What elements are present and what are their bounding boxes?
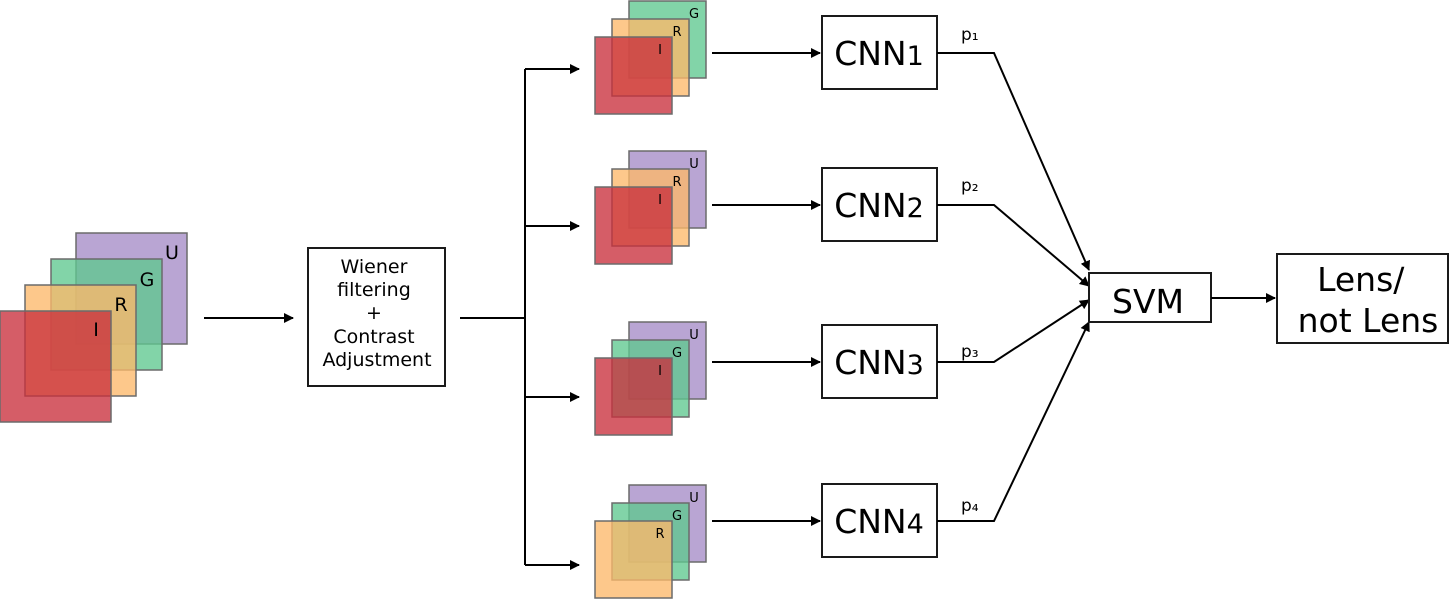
branch-3-layer-i: I (594, 357, 673, 436)
cnn-to-svm-arrow (937, 321, 1090, 522)
cnn-3-unit: CNN3 p₃ (712, 299, 1090, 399)
cnn-4-label: CNN4 (834, 502, 924, 541)
probability-label-4: p₄ (961, 496, 979, 516)
cnn-subscript: 3 (907, 350, 924, 381)
cnn-subscript: 4 (907, 509, 924, 540)
input-layer-label: G (140, 269, 155, 291)
branch-layer-label: I (658, 364, 662, 379)
branch-1-image-stack: GRI (594, 0, 707, 115)
branch-layer-label: I (658, 43, 662, 58)
branch-layer-label: R (672, 175, 681, 190)
svg-text:Wiener filtering +: Wiener filtering + Contrast Adjustment (322, 256, 431, 371)
preprocess-line-5: Adjustment (322, 349, 431, 371)
branch-1-layer-i: I (594, 36, 673, 115)
cnn-name: CNN (834, 502, 906, 541)
branch-layer-label: R (672, 25, 681, 40)
branch-layer-label: R (655, 527, 664, 542)
cnn-3-box (821, 324, 938, 399)
cnn-1-label: CNN1 (834, 34, 924, 73)
probability-label-2: p₂ (961, 176, 979, 196)
branch-layer-label: U (689, 328, 699, 343)
preprocess-box: Wiener filtering + Contrast Adjustment (307, 247, 446, 387)
cnn-4-box (821, 483, 938, 558)
svg-text:Lens/ not Lens: Lens/ not Lens (1298, 260, 1439, 340)
branch-3-image-stack: UGI (594, 321, 707, 436)
branch-4-image-stack: UGR (594, 484, 707, 599)
svm-box: SVM (1088, 272, 1212, 323)
preprocess-line-4: Contrast (333, 326, 414, 348)
output-line-2: not Lens (1298, 301, 1439, 340)
branch-layer-label: G (672, 509, 682, 524)
preprocess-line-2: filtering (337, 279, 411, 301)
cnn-subscript: 2 (907, 193, 924, 224)
cnn-to-svm-arrow (937, 204, 1090, 287)
branch-layer-label: G (672, 346, 682, 361)
cnn-to-svm-arrow (937, 52, 1090, 271)
cnn-subscript: 1 (907, 41, 924, 72)
branch-2-layer-i: I (594, 186, 673, 265)
cnn-name: CNN (834, 34, 906, 73)
input-layer-label: R (114, 294, 127, 316)
branch-2-image-stack: URI (594, 150, 707, 265)
output-box: Lens/ not Lens (1276, 253, 1449, 344)
branch-layer-label: I (658, 193, 662, 208)
cnn-1-box (821, 15, 938, 90)
cnn-to-svm-arrow (937, 299, 1090, 363)
output-line-1: Lens/ (1317, 260, 1405, 299)
branch-layer-label: G (689, 7, 699, 22)
fan-out-connector (460, 64, 580, 570)
probability-label-1: p₁ (961, 25, 979, 45)
cnn-name: CNN (834, 186, 906, 225)
preprocess-line-1: Wiener (341, 256, 408, 278)
svm-label: SVM (1112, 282, 1184, 321)
branch-layer-label: U (689, 157, 699, 172)
preprocess-line-3: + (366, 302, 382, 324)
input-layer-label: I (93, 319, 99, 341)
input-layer-label: U (165, 242, 179, 264)
branch-layer-label: U (689, 491, 699, 506)
cnn-2-unit: CNN2 p₂ (712, 167, 1090, 287)
branch-4-layer-r: R (594, 520, 673, 599)
probability-label-3: p₃ (961, 342, 979, 362)
cnn-2-label: CNN2 (834, 186, 924, 225)
input-layer-i: I (0, 310, 112, 423)
cnn-3-label: CNN3 (834, 343, 924, 382)
cnn-name: CNN (834, 343, 906, 382)
